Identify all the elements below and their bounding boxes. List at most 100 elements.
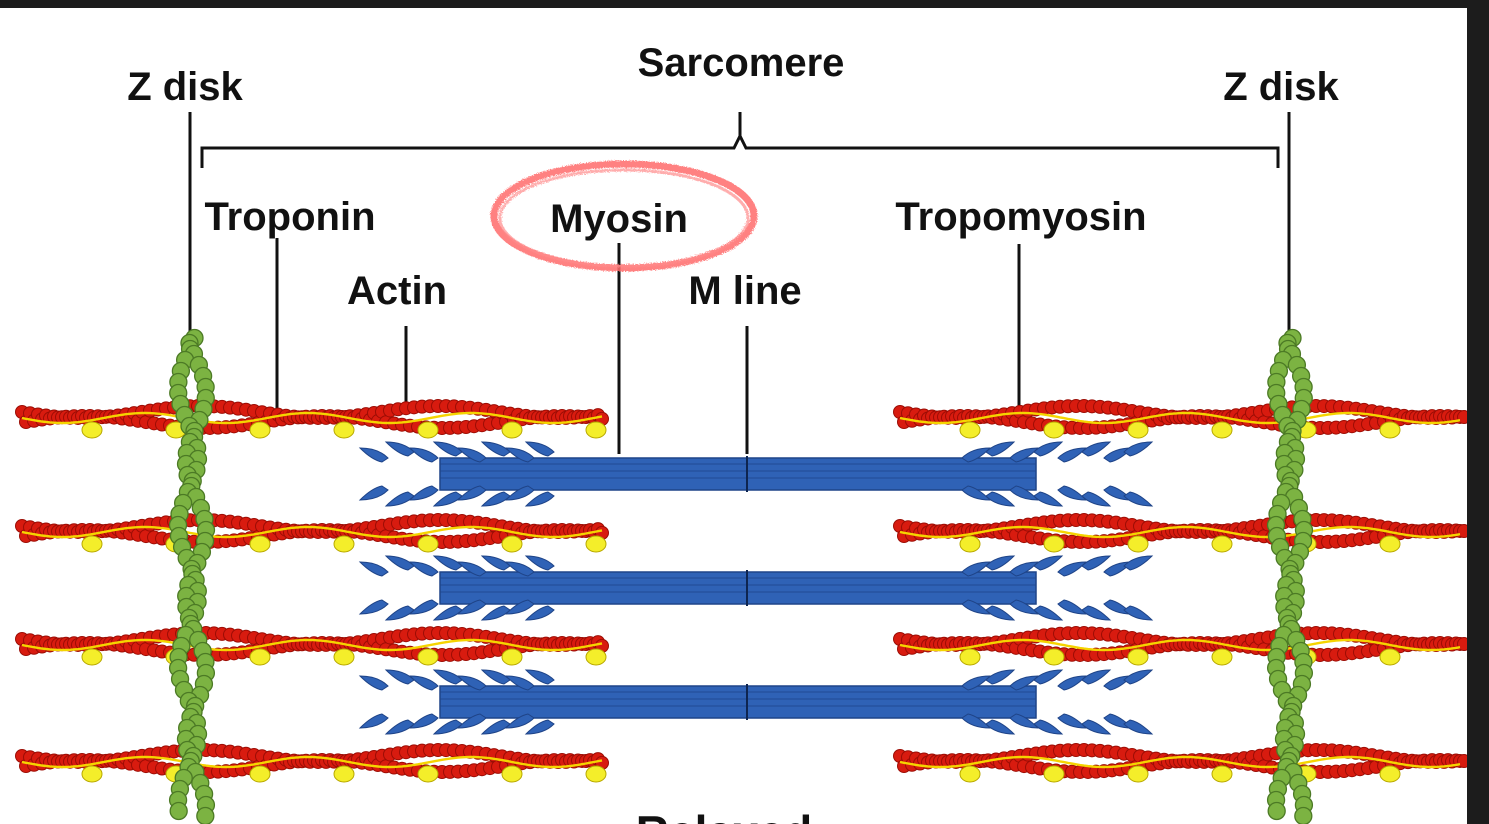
myosin-head	[432, 441, 463, 457]
myosin-head	[1057, 599, 1088, 615]
tropomyosin-strand	[21, 638, 603, 652]
troponin-complex	[1043, 765, 1065, 783]
troponin-complex	[1211, 421, 1233, 439]
myosin-head	[480, 719, 511, 735]
myosin-head	[1033, 491, 1064, 507]
myosin-head	[358, 485, 389, 501]
actin-label: Actin	[347, 269, 447, 313]
myosin-head	[1009, 561, 1040, 577]
myosin-head	[1081, 605, 1112, 621]
actin-filament	[893, 626, 1467, 666]
myosin-head	[1081, 669, 1112, 685]
troponin-complex	[1379, 648, 1401, 666]
myosin-head	[985, 669, 1016, 685]
myosin-head	[1009, 599, 1040, 615]
myosin-head	[1123, 491, 1154, 507]
myosin-head	[432, 669, 463, 685]
myosin-head	[985, 719, 1016, 735]
myosin-head	[1057, 485, 1088, 501]
troponin-complex	[1379, 765, 1401, 783]
sarcomere-diagram: Sarcomere Z disk Z disk Troponin Myosin …	[15, 41, 1467, 824]
myosin-shaft	[439, 457, 1037, 491]
myosin-head	[358, 599, 389, 615]
actin-filament	[893, 743, 1467, 783]
myosin-head	[961, 447, 992, 463]
tropomyosin-strand	[899, 525, 1461, 539]
troponin-complex	[333, 421, 355, 439]
troponin-complex	[585, 535, 607, 553]
troponin-complex	[81, 648, 103, 666]
myosin-head	[432, 719, 463, 735]
troponin-complex	[249, 535, 271, 553]
myosin-head	[432, 555, 463, 571]
myosin-head	[1033, 605, 1064, 621]
myosin-head	[1123, 605, 1154, 621]
actin-filament	[15, 513, 609, 553]
troponin-complex	[249, 765, 271, 783]
myosin-head	[524, 555, 555, 571]
myosin-head	[524, 719, 555, 735]
troponin-complex	[333, 648, 355, 666]
myosin-head	[358, 675, 389, 691]
troponin-label: Troponin	[204, 195, 375, 239]
myosin-shaft	[439, 685, 1037, 719]
myosin-head	[408, 447, 439, 463]
myosin-head	[384, 491, 415, 507]
myosin-head	[456, 675, 487, 691]
sarcomere-label: Sarcomere	[638, 41, 845, 85]
myosin-head	[524, 441, 555, 457]
z-disk-bead	[169, 801, 188, 821]
myosin-head	[432, 491, 463, 507]
myosin-head	[1081, 491, 1112, 507]
troponin-complex	[81, 765, 103, 783]
myosin-head	[961, 675, 992, 691]
troponin-complex	[1127, 535, 1149, 553]
myosin-head	[524, 669, 555, 685]
myosin-head	[504, 675, 535, 691]
myosin-head	[456, 447, 487, 463]
myosin-head	[985, 555, 1016, 571]
z-disk-bead	[196, 806, 215, 824]
myosin-head	[985, 605, 1016, 621]
myosin-head	[480, 491, 511, 507]
troponin-complex	[1043, 535, 1065, 553]
myosin-filament	[358, 555, 1154, 621]
troponin-complex	[501, 765, 523, 783]
myosin-head	[1033, 441, 1064, 457]
troponin-complex	[1211, 535, 1233, 553]
tropomyosin-label: Tropomyosin	[895, 195, 1146, 239]
myosin-head	[432, 605, 463, 621]
z-disk-left-label: Z disk	[127, 65, 243, 109]
tropomyosin-strand	[899, 411, 1461, 425]
troponin-complex	[417, 765, 439, 783]
tropomyosin-strand	[21, 755, 603, 769]
actin-filament	[893, 513, 1467, 553]
myosin-head	[985, 491, 1016, 507]
myosin-head	[480, 555, 511, 571]
tropomyosin-strand	[21, 411, 603, 425]
troponin-complex	[417, 648, 439, 666]
myosin-head	[524, 605, 555, 621]
tropomyosin-strand	[899, 755, 1461, 769]
troponin-complex	[585, 765, 607, 783]
myosin-head	[358, 713, 389, 729]
troponin-complex	[81, 421, 103, 439]
troponin-complex	[417, 535, 439, 553]
troponin-complex	[585, 421, 607, 439]
myosin-head	[408, 561, 439, 577]
z-disk-bead	[1267, 801, 1286, 821]
myosin-head	[961, 599, 992, 615]
z-disk-right-label: Z disk	[1223, 65, 1339, 109]
myosin-head	[1057, 675, 1088, 691]
myosin-head	[384, 555, 415, 571]
actin-filament	[15, 626, 609, 666]
troponin-complex	[1127, 421, 1149, 439]
myosin-head	[1033, 669, 1064, 685]
troponin-complex	[1127, 648, 1149, 666]
myosin-label: Myosin	[550, 197, 688, 241]
filament-layer	[15, 328, 1467, 824]
myosin-head	[961, 561, 992, 577]
troponin-complex	[1379, 421, 1401, 439]
myosin-head	[1057, 561, 1088, 577]
myosin-head	[1123, 441, 1154, 457]
